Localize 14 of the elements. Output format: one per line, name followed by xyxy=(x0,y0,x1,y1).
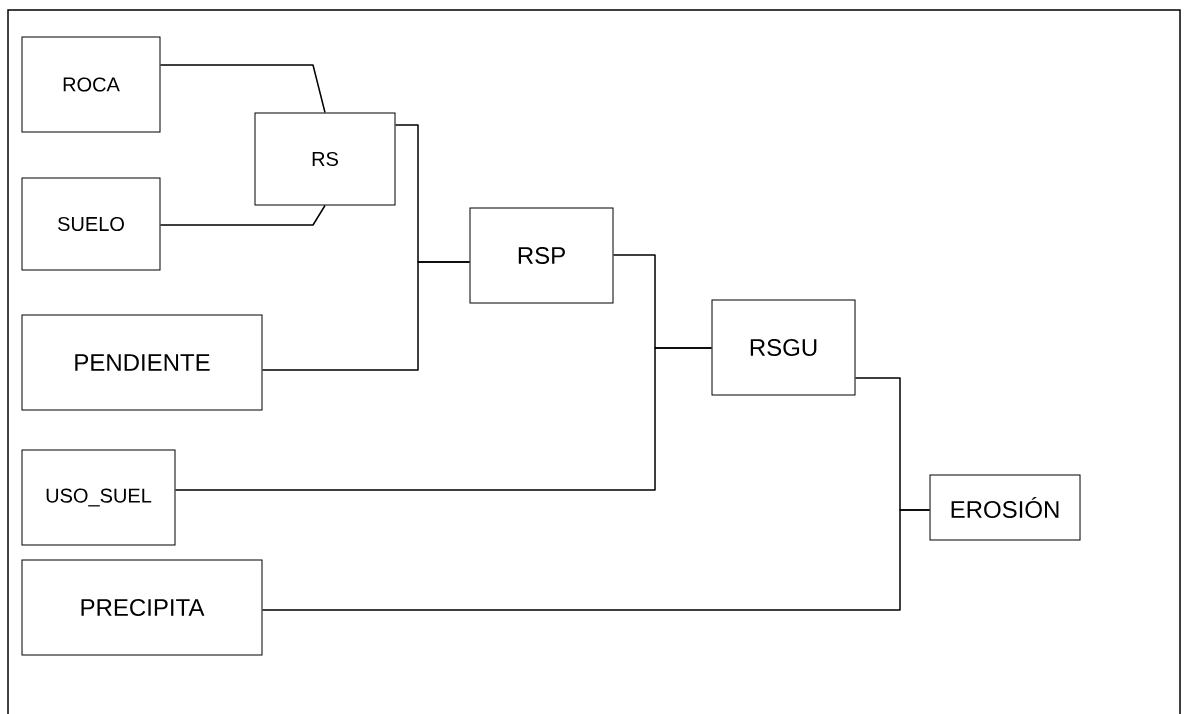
connector-line xyxy=(159,204,326,226)
process-box: RSGU xyxy=(711,299,856,396)
process-box: RS xyxy=(254,112,396,206)
process-box: ROCA xyxy=(21,36,161,133)
process-box: RSP xyxy=(469,207,614,304)
process-box: PRECIPITA xyxy=(21,559,263,656)
connector-line xyxy=(261,509,931,611)
process-box: PENDIENTE xyxy=(21,314,263,411)
process-box: SUELO xyxy=(21,177,161,271)
connector-line xyxy=(159,64,326,114)
connector-line xyxy=(261,261,471,371)
process-box: USO_SUEL xyxy=(21,449,176,546)
connector-line xyxy=(174,347,713,491)
process-box: EROSIÓN xyxy=(929,474,1081,541)
